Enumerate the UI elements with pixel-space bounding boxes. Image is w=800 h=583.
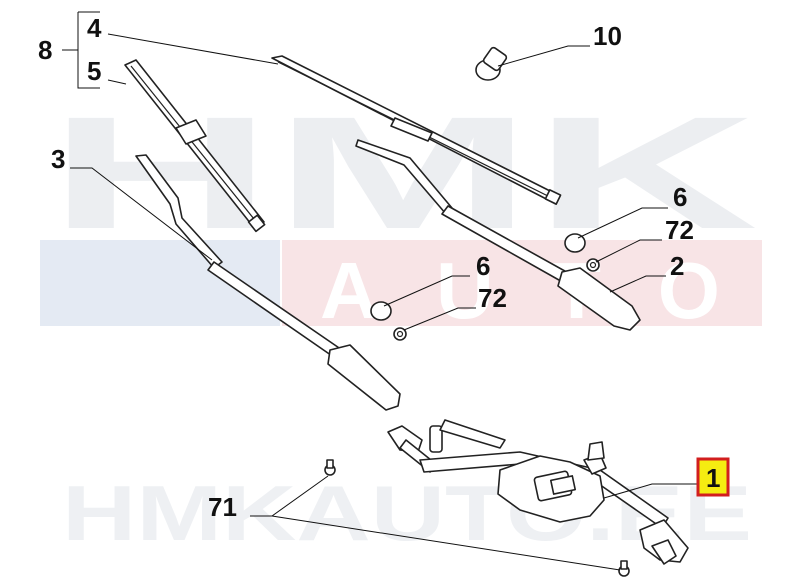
callout-4: 4 [87, 13, 102, 43]
leader-72-lower [403, 307, 476, 331]
nut-72-upper [586, 258, 600, 272]
cap-6-upper [564, 233, 586, 253]
leader-5 [107, 79, 127, 85]
bolt-71-left [324, 459, 336, 476]
callout-3: 3 [51, 144, 65, 174]
cap-6-lower [370, 301, 392, 321]
callout-72-upper: 72 [665, 215, 694, 245]
bolt-71-right [618, 560, 630, 577]
callout-1-highlight [696, 457, 730, 497]
callout-6-lower: 6 [476, 251, 490, 281]
watermark: HMK AUTO HMKAUTO.EE [40, 83, 762, 557]
watermark-brand-bottom: HMKAUTO.EE [62, 469, 752, 557]
callout-8: 8 [38, 35, 52, 65]
leader-10 [497, 45, 590, 67]
leader-3 [70, 167, 213, 261]
leader-6-lower [383, 275, 470, 307]
wiper-blade-5 [124, 59, 266, 233]
callout-labels: 8 4 5 10 3 6 72 2 6 72 1 71 [38, 13, 730, 522]
wiper-arm-2 [355, 139, 641, 331]
callout-72-lower: 72 [478, 283, 507, 313]
leader-6-upper [577, 207, 668, 239]
callout-5: 5 [87, 56, 101, 86]
wiper-arm-3 [135, 154, 401, 411]
nut-72-lower [393, 327, 407, 341]
leader-72-upper [595, 239, 662, 263]
leader-lines [62, 11, 698, 571]
callout-2: 2 [670, 251, 684, 281]
callout-10: 10 [593, 21, 622, 51]
leader-71 [250, 475, 621, 571]
callout-1: 1 [706, 463, 720, 493]
wiper-linkage-1 [387, 419, 689, 565]
clip-10 [475, 46, 508, 81]
callout-71: 71 [208, 492, 237, 522]
leader-4 [107, 33, 279, 65]
leader-2 [609, 275, 666, 293]
leader-1 [603, 483, 698, 499]
callout-6-upper: 6 [673, 182, 687, 212]
bracket-8 [62, 11, 100, 89]
wiper-blade-4 [271, 55, 562, 205]
